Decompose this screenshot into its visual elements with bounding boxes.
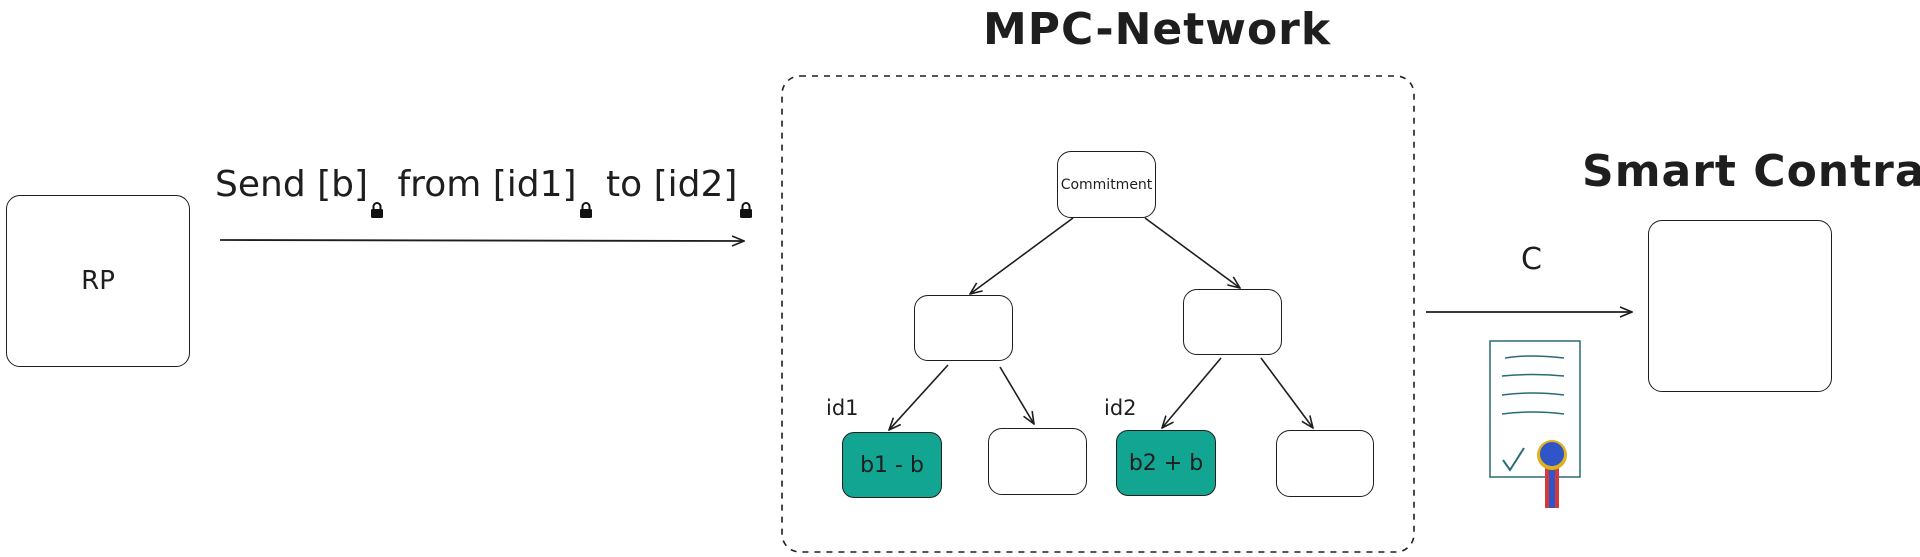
commitment-label: Commitment	[1060, 176, 1153, 193]
tree-node	[988, 428, 1087, 495]
message-arrow	[219, 240, 744, 241]
commitment-output-label: C	[1521, 242, 1542, 277]
tree-edge	[1260, 357, 1313, 428]
tree-edge	[999, 366, 1034, 424]
certificate-icon	[1489, 340, 1581, 508]
leaf-id-label: id2	[1104, 396, 1137, 420]
tree-node	[914, 295, 1013, 361]
leaf-node-id1: b1 - b	[842, 432, 942, 498]
leaf-id-label: id1	[826, 396, 859, 420]
message-part-2: from [id1]	[386, 164, 577, 205]
lock-icon	[371, 202, 384, 218]
page-title: MPC-Network	[983, 4, 1332, 55]
tree-edge	[970, 217, 1074, 294]
tree-edge	[1144, 217, 1240, 288]
lock-icon	[579, 202, 592, 218]
tree-edge	[889, 364, 949, 430]
tree-node	[1183, 289, 1282, 355]
smart-contract-box	[1648, 220, 1832, 392]
rp-label: RP	[81, 266, 115, 296]
leaf-value: b2 + b	[1128, 450, 1204, 476]
smart-contract-title: Smart Contract	[1582, 146, 1920, 197]
leaf-value: b1 - b	[860, 452, 924, 478]
rp-box: RP	[6, 195, 190, 367]
mpc-network-container	[781, 75, 1415, 553]
message-part-1: Send [b]	[215, 164, 369, 205]
leaf-node-id2: b2 + b	[1116, 430, 1216, 496]
tree-node	[1276, 430, 1374, 497]
message-text: Send [b] from [id1] to [id2]	[215, 164, 755, 218]
tree-edge	[1162, 357, 1222, 428]
lock-icon	[740, 202, 753, 218]
commitment-node: Commitment	[1057, 151, 1156, 218]
message-part-3: to [id2]	[594, 164, 738, 205]
